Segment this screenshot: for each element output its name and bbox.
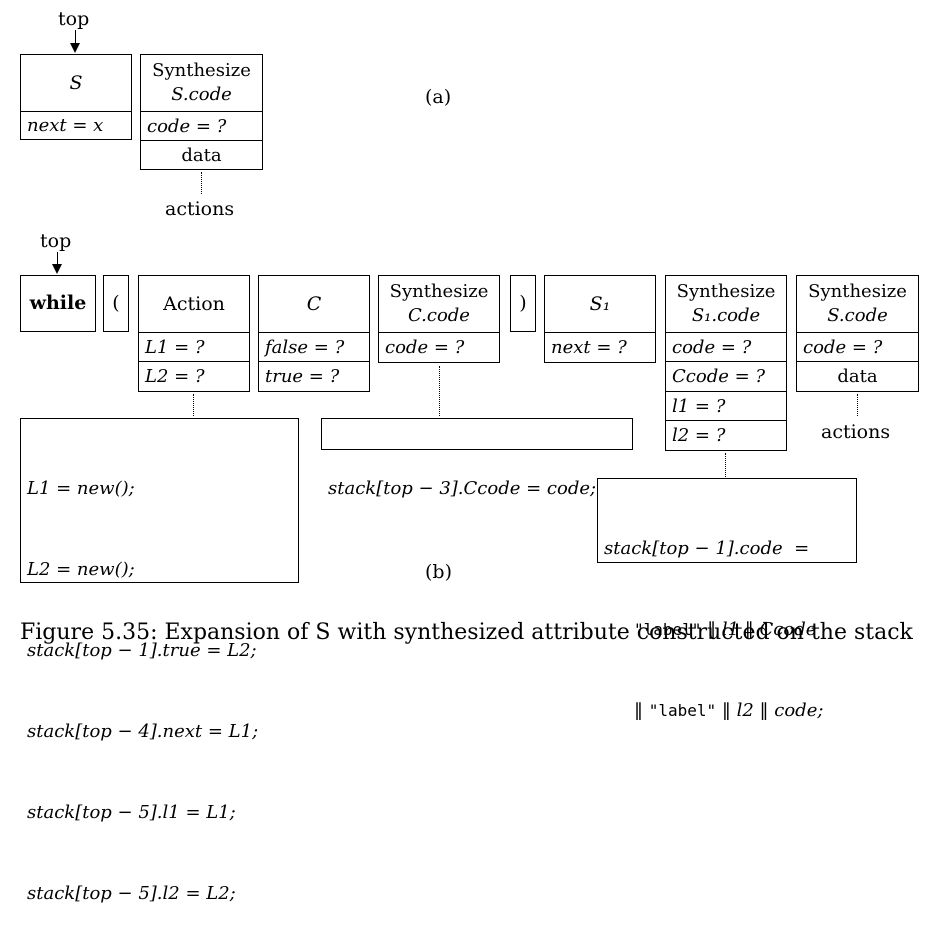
record-head: Synthesize S₁.code xyxy=(666,276,786,332)
dotted-connector-S xyxy=(857,394,858,416)
record-field-l1: l1 = ? xyxy=(666,391,786,420)
dotted-connector-S1 xyxy=(725,453,726,477)
record-field-code: code = ? xyxy=(797,332,918,361)
record-field-data: data xyxy=(141,140,262,169)
record-head: Synthesize S.code xyxy=(797,276,918,332)
stack-record-synthesize-S-code: Synthesize S.code code = ? data xyxy=(140,54,263,170)
record-field-L1: L1 = ? xyxy=(139,332,249,361)
record-field-Ccode: Ccode = ? xyxy=(666,361,786,391)
keyword-while: while xyxy=(29,292,87,314)
stack-record-synthesize-S1-code: Synthesize S₁.code code = ? Ccode = ? l1… xyxy=(665,275,787,451)
action-code-block: L1 = new(); L2 = new(); stack[top − 1].t… xyxy=(20,418,299,904)
record-field-true: true = ? xyxy=(259,361,369,391)
record-head-line1: Synthesize xyxy=(676,281,776,302)
top-pointer-label-b: top xyxy=(40,230,72,252)
figure-caption: Figure 5.35: Expansion of S with synthes… xyxy=(20,620,913,645)
string-label: "label" xyxy=(648,701,717,720)
record-head-line2: C.code xyxy=(408,305,470,326)
code-rest: ‖ l1 ‖ Ccode xyxy=(701,619,817,640)
record-field-next: next = x xyxy=(21,111,131,139)
record-head: Action xyxy=(163,293,225,315)
record-field-L2: L2 = ? xyxy=(139,361,249,391)
code-line: ‖ "label" ‖ l2 ‖ code; xyxy=(604,697,850,724)
dotted-connector-a xyxy=(201,172,202,194)
code-line: stack[top − 1].true = L2; xyxy=(27,640,257,661)
panel-label-a: (a) xyxy=(425,86,452,108)
record-head-line1: Synthesize xyxy=(152,60,251,81)
code-line: "label" ‖ l1 ‖ Ccode xyxy=(604,616,850,643)
code-line: stack[top − 4].next = L1; xyxy=(27,721,259,742)
code-line: stack[top − 5].l2 = L2; xyxy=(27,883,236,904)
record-head-line2: S.code xyxy=(827,305,888,326)
stack-record-synthesize-C-code: Synthesize C.code code = ? xyxy=(378,275,500,363)
dotted-connector-action xyxy=(193,394,194,416)
c-code-block: stack[top − 3].Ccode = code; xyxy=(321,418,633,499)
code-line: stack[top − 3].Ccode = code; xyxy=(328,478,597,499)
stack-record-lparen: ( xyxy=(103,275,129,332)
record-field-false: false = ? xyxy=(259,332,369,361)
symbol-lparen: ( xyxy=(112,292,120,314)
record-field-code: code = ? xyxy=(666,332,786,361)
stack-record-S: S next = x xyxy=(20,54,132,140)
record-field-code: code = ? xyxy=(141,111,262,140)
record-field-l2: l2 = ? xyxy=(666,420,786,450)
code-rest: ‖ l2 ‖ code; xyxy=(716,700,824,721)
string-label: "label" xyxy=(634,620,702,639)
code-line: L2 = new(); xyxy=(27,559,135,580)
panel-label-b: (b) xyxy=(425,561,452,583)
record-head: Synthesize C.code xyxy=(379,276,499,332)
stack-record-while: while xyxy=(20,275,96,332)
record-head-line2: S₁.code xyxy=(691,305,761,326)
record-head: C xyxy=(306,293,322,315)
code-pre: ‖ xyxy=(634,700,649,721)
record-head: Synthesize S.code xyxy=(141,55,262,111)
stack-record-S1: S₁ next = ? xyxy=(544,275,656,363)
actions-label-a: actions xyxy=(165,198,235,220)
record-head-line1: Synthesize xyxy=(389,281,489,302)
record-head-line1: Synthesize xyxy=(808,281,907,302)
top-arrow-shaft-a xyxy=(75,30,76,44)
top-arrow-head-b xyxy=(52,264,62,274)
record-head-line2: S.code xyxy=(171,84,232,105)
top-arrow-head-a xyxy=(70,43,80,53)
stack-record-C: C false = ? true = ? xyxy=(258,275,370,392)
symbol-rparen: ) xyxy=(519,292,527,314)
code-line: stack[top − 1].code = xyxy=(604,538,810,559)
top-arrow-shaft-b xyxy=(57,252,58,265)
stack-record-rparen: ) xyxy=(510,275,536,332)
record-field-next: next = ? xyxy=(545,332,655,361)
top-pointer-label-a: top xyxy=(58,8,90,30)
record-field-code: code = ? xyxy=(379,332,499,361)
record-field-data: data xyxy=(797,361,918,391)
record-head: S₁ xyxy=(589,293,611,315)
s1-code-block: stack[top − 1].code = "label" ‖ l1 ‖ Cco… xyxy=(597,478,857,721)
actions-label-b: actions xyxy=(821,421,891,443)
stack-record-synthesize-S-code-b: Synthesize S.code code = ? data xyxy=(796,275,919,392)
code-line: stack[top − 5].l1 = L1; xyxy=(27,802,236,823)
code-line: L1 = new(); xyxy=(27,478,135,499)
dotted-connector-C xyxy=(439,366,440,416)
stack-record-action: Action L1 = ? L2 = ? xyxy=(138,275,250,392)
record-head: S xyxy=(69,72,83,94)
